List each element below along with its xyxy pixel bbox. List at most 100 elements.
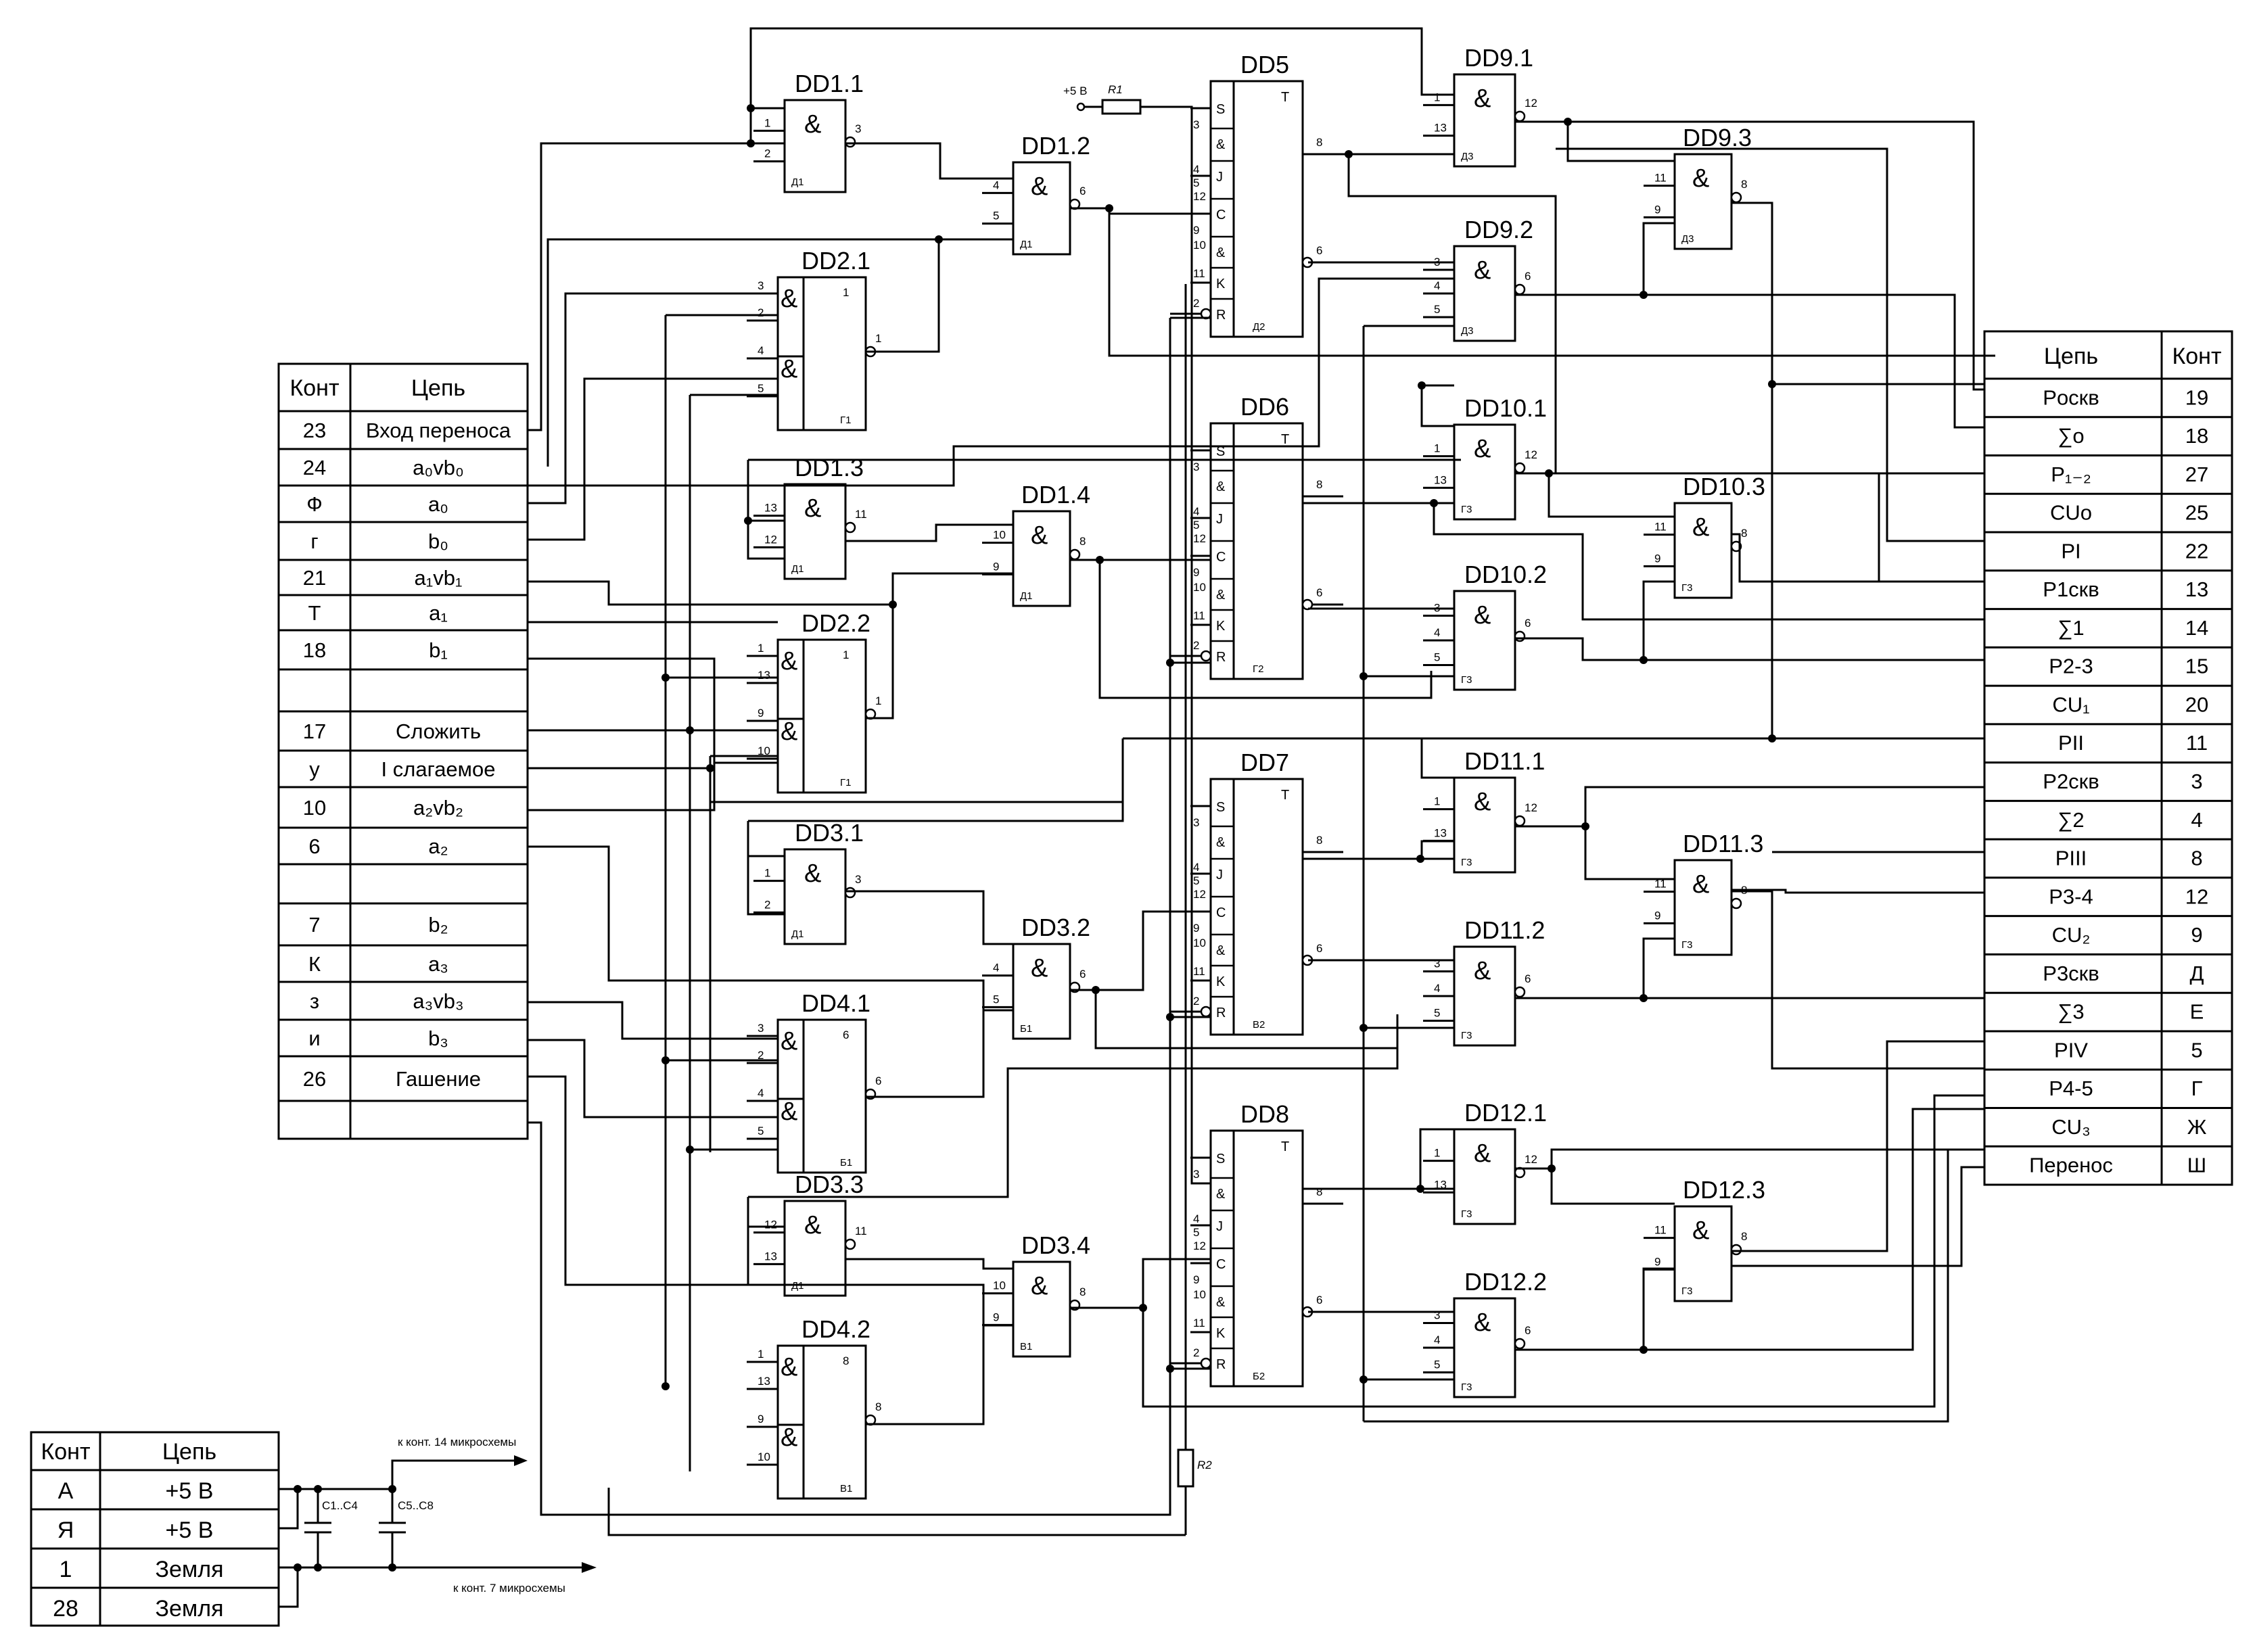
gate-input-pin: 1 (1434, 442, 1440, 455)
gate-name: DD10.3 (1683, 473, 1765, 500)
power-row-circuit: Земля (155, 1596, 223, 1622)
gate-position: Д1 (791, 563, 804, 575)
trigger-pin-number: 11 (1193, 965, 1205, 978)
wire (1642, 222, 1675, 295)
trigger-pin-number: 10 (1193, 937, 1206, 949)
wire (1584, 826, 1675, 880)
component-box (1012, 1260, 1071, 1358)
component-box (1673, 859, 1733, 956)
right-row-circuit: CUo (2050, 501, 2092, 525)
power-circuit: C1..C4 C5..C8 к конт. 14 микросхемы к ко… (279, 318, 1212, 1608)
right-row-circuit: PII (2058, 731, 2084, 755)
inversion-bubble (1514, 462, 1526, 474)
trigger-pin-label: J (1216, 1219, 1223, 1234)
trigger-pin-label: C (1216, 208, 1226, 222)
inversion-bubble (1076, 102, 1086, 112)
gate-input-pin: 11 (1654, 521, 1667, 534)
gate-name: DD12.1 (1464, 1099, 1547, 1127)
gate-output-pin: 8 (1741, 527, 1747, 540)
trigger-pin-number: 4 (1193, 505, 1199, 518)
left-row-kont: 17 (303, 719, 326, 743)
trigger-q-pin: 8 (1316, 834, 1322, 847)
junction-dot (747, 104, 755, 112)
junction-dot (1640, 994, 1648, 1002)
gate-input-pin: 9 (1654, 203, 1660, 216)
component-box (1453, 1128, 1516, 1225)
component-box (1453, 73, 1516, 168)
gate-input-pin: 2 (758, 1049, 764, 1062)
inversion-bubble (1200, 1357, 1212, 1369)
gate-output-pin-label: 1 (843, 648, 849, 661)
wire (528, 295, 1320, 487)
gate-position: Д3 (1461, 325, 1474, 337)
wire (866, 1010, 985, 1098)
gate-name: DD3.2 (1021, 914, 1090, 941)
component-box (1209, 422, 1304, 680)
wire (748, 738, 1124, 822)
gate-symbol: & (781, 1027, 797, 1056)
trigger-pin-number: 2 (1193, 995, 1199, 1008)
left-row-kont: 23 (303, 419, 326, 442)
gate-input-pin: 13 (1434, 826, 1447, 839)
arrow-head (582, 1562, 597, 1573)
wire (1070, 207, 1211, 215)
gate-input-pin: 5 (993, 210, 999, 222)
cap-label-c1: C1..C4 (322, 1499, 358, 1512)
gate-input-pin: 4 (758, 1087, 764, 1100)
wire (1731, 889, 1984, 894)
gate-position: Б1 (1020, 1023, 1032, 1035)
left-row-circuit: b₀ (428, 529, 448, 553)
junction-dot (1166, 1013, 1174, 1021)
wire (1731, 1166, 1984, 1267)
component-box (783, 483, 847, 580)
trigger-pin-number: 12 (1193, 190, 1206, 203)
wire (747, 1197, 785, 1286)
gate-position: Д1 (1020, 590, 1033, 602)
trigger-pin-number: 4 (1193, 861, 1199, 874)
power-table: Конт Цепь А +5 В Я +5 В 1 Земля 28 Земля (30, 1431, 280, 1627)
wire (1515, 120, 1984, 391)
gate-input-pin: 10 (993, 529, 1006, 542)
left-row-kont: 7 (308, 913, 320, 937)
right-row-circuit: P1скв (2043, 577, 2099, 601)
gate-input-pin: 13 (758, 1375, 770, 1388)
gate-position: Г3 (1681, 939, 1692, 951)
trigger-pin-label: K (1216, 1326, 1226, 1341)
wire (709, 738, 1124, 803)
trigger-pin-number: 9 (1193, 224, 1199, 237)
junction-dot (1359, 672, 1368, 680)
gate-input-pin: 5 (1434, 1007, 1440, 1020)
gate-name: DD10.1 (1464, 394, 1547, 422)
gate-input-pin: 9 (993, 1311, 999, 1323)
gate-position: В1 (1020, 1341, 1032, 1352)
gate-input-pin: 2 (764, 898, 770, 911)
left-table-header-kont: Конт (289, 375, 339, 401)
gate-position: Г3 (1461, 1030, 1472, 1041)
trigger-q-pin: 8 (1316, 136, 1322, 149)
gate-position: Г1 (840, 777, 851, 788)
gate-position: Г1 (840, 415, 851, 426)
wire (1098, 560, 1433, 699)
trigger-name: DD5 (1240, 51, 1289, 78)
gate-symbol: & (781, 1353, 797, 1382)
wire (845, 142, 1013, 180)
gate-position: В1 (840, 1483, 852, 1494)
power-row-circuit: +5 В (166, 1517, 214, 1543)
component-box (1453, 1297, 1516, 1398)
component-box (783, 848, 847, 945)
inversion-bubble (844, 1238, 856, 1250)
inversion-bubble (1514, 815, 1526, 827)
right-row-circuit: PI (2061, 539, 2080, 563)
power-row-circuit: Земля (155, 1557, 223, 1582)
gate-input-pin: 3 (1434, 1309, 1440, 1322)
gate-output-pin: 11 (855, 1225, 867, 1237)
trigger-position: Д2 (1253, 321, 1265, 333)
right-row-circuit: Перенос (2029, 1154, 2113, 1177)
wire (1419, 1128, 1454, 1189)
gate-input-pin: 13 (758, 669, 770, 682)
right-row-kont: Е (2190, 1000, 2204, 1024)
gate-name: DD12.3 (1683, 1176, 1765, 1204)
vplus-label: +5 В (1063, 85, 1087, 97)
